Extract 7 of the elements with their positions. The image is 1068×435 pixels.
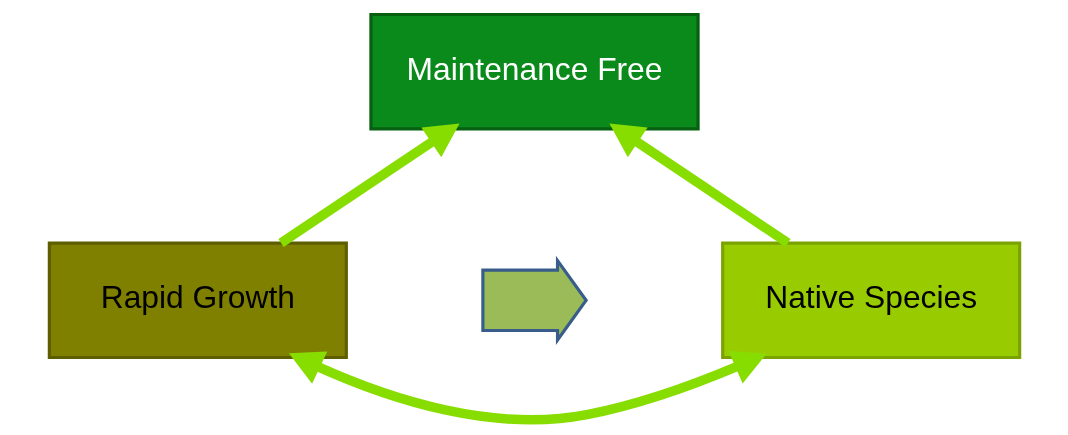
node-box: Native Species [720,241,1021,360]
arrow [288,350,767,425]
node-arrow [480,255,588,345]
node-box: Rapid Growth [47,241,348,360]
arrow [277,123,460,247]
node-box: Maintenance Free [368,12,700,131]
arrow [608,123,791,247]
